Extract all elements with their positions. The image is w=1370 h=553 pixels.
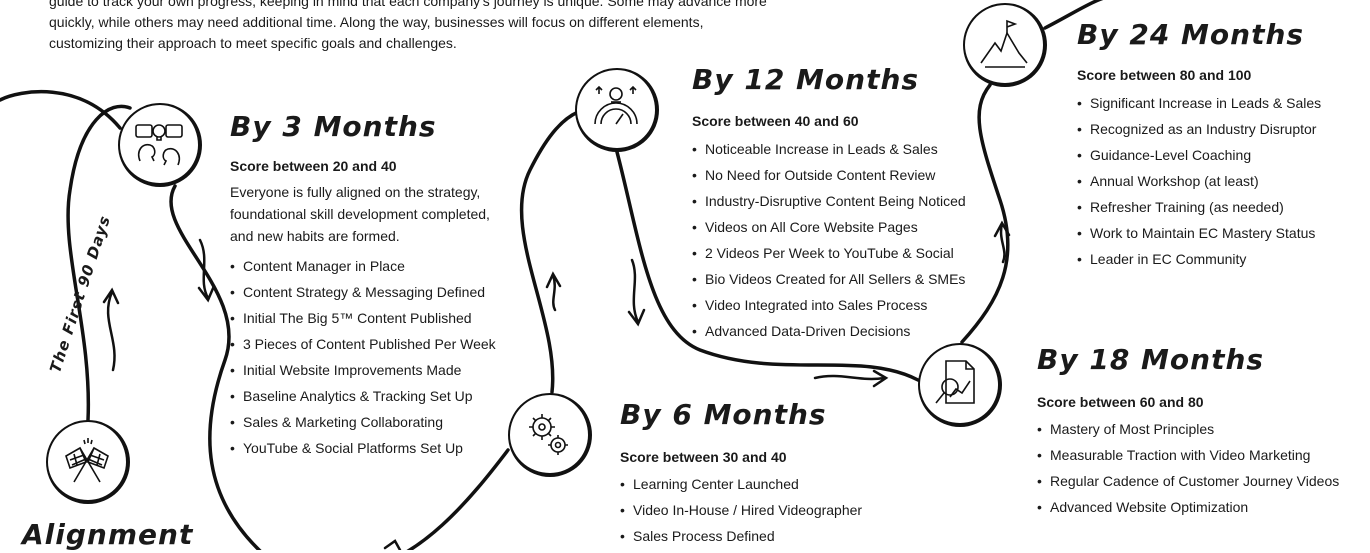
stage-12-months-title: By 12 Months: [692, 63, 920, 96]
list-item: Guidance-Level Coaching: [1077, 146, 1321, 172]
description-line: and new habits are formed.: [230, 228, 400, 244]
list-item: Work to Maintain EC Mastery Status: [1077, 224, 1321, 250]
stage-3-months-score: Score between 20 and 40: [230, 158, 397, 174]
stage-6-months-score: Score between 30 and 40: [620, 449, 787, 465]
stage-18-months-title: By 18 Months: [1037, 343, 1265, 376]
list-item: Leader in EC Community: [1077, 250, 1321, 276]
list-item: Learning Center Launched: [620, 475, 862, 501]
ideas-heads-icon: [135, 124, 183, 166]
stage-18-months-list: Mastery of Most Principles Measurable Tr…: [1037, 420, 1339, 524]
arrows: [102, 220, 1011, 550]
crossed-flags-icon: [65, 438, 109, 483]
performance-gauge-icon: [594, 85, 638, 125]
gears-icon: [529, 414, 568, 455]
stage-3-months-list: Content Manager in Place Content Strateg…: [230, 257, 496, 465]
intro-line: quickly, while others may need additiona…: [49, 14, 704, 30]
list-item: Sales Process Defined: [620, 527, 862, 553]
list-item: 2 Videos Per Week to YouTube & Social: [692, 244, 966, 270]
description-line: Everyone is fully aligned on the strateg…: [230, 184, 481, 200]
mountain-summit-icon: [980, 19, 1028, 68]
list-item: Industry-Disruptive Content Being Notice…: [692, 192, 966, 218]
stage-24-months-score: Score between 80 and 100: [1077, 67, 1252, 83]
list-item: No Need for Outside Content Review: [692, 166, 966, 192]
list-item: Refresher Training (as needed): [1077, 198, 1321, 224]
list-item: Videos on All Core Website Pages: [692, 218, 966, 244]
stage-18-months-score: Score between 60 and 80: [1037, 394, 1204, 410]
list-item: Content Strategy & Messaging Defined: [230, 283, 496, 309]
alignment-title: Alignment: [22, 518, 194, 551]
stage-3-months-title: By 3 Months: [230, 110, 437, 143]
list-item: Annual Workshop (at least): [1077, 172, 1321, 198]
stage-12-months-list: Noticeable Increase in Leads & Sales No …: [692, 140, 966, 348]
stage-24-months-list: Significant Increase in Leads & Sales Re…: [1077, 94, 1321, 276]
stage-3-months-description: Everyone is fully aligned on the strateg…: [230, 181, 490, 247]
list-item: Advanced Data-Driven Decisions: [692, 322, 966, 348]
list-item: Regular Cadence of Customer Journey Vide…: [1037, 472, 1339, 498]
list-item: Baseline Analytics & Tracking Set Up: [230, 387, 496, 413]
stage-12-months-circle: [575, 68, 659, 152]
list-item: 3 Pieces of Content Published Per Week: [230, 335, 496, 361]
list-item: Content Manager in Place: [230, 257, 496, 283]
stage-24-months-circle: [963, 3, 1047, 87]
stage-12-months-score: Score between 40 and 60: [692, 113, 859, 129]
list-item: Advanced Website Optimization: [1037, 498, 1339, 524]
stage-24-months-title: By 24 Months: [1077, 18, 1305, 51]
list-item: Sales & Marketing Collaborating: [230, 413, 496, 439]
alignment-circle: [46, 420, 130, 504]
list-item: YouTube & Social Platforms Set Up: [230, 439, 496, 465]
report-analysis-icon: [935, 360, 975, 404]
intro-text: guide to track your own progress, keepin…: [49, 0, 809, 54]
list-item: Measurable Traction with Video Marketing: [1037, 446, 1339, 472]
list-item: Significant Increase in Leads & Sales: [1077, 94, 1321, 120]
description-line: foundational skill development completed…: [230, 206, 490, 222]
stage-6-months-title: By 6 Months: [620, 398, 827, 431]
list-item: Bio Videos Created for All Sellers & SME…: [692, 270, 966, 296]
intro-line: guide to track your own progress, keepin…: [49, 0, 767, 9]
list-item: Noticeable Increase in Leads & Sales: [692, 140, 966, 166]
list-item: Recognized as an Industry Disruptor: [1077, 120, 1321, 146]
list-item: Video In-House / Hired Videographer: [620, 501, 862, 527]
stage-6-months-circle: [508, 393, 592, 477]
list-item: Initial The Big 5™ Content Published: [230, 309, 496, 335]
intro-line: customizing their approach to meet speci…: [49, 35, 457, 51]
stage-18-months-circle: [918, 343, 1002, 427]
list-item: Initial Website Improvements Made: [230, 361, 496, 387]
stage-3-months-circle: [118, 103, 202, 187]
list-item: Video Integrated into Sales Process: [692, 296, 966, 322]
stage-6-months-list: Learning Center Launched Video In-House …: [620, 475, 862, 553]
list-item: Mastery of Most Principles: [1037, 420, 1339, 446]
